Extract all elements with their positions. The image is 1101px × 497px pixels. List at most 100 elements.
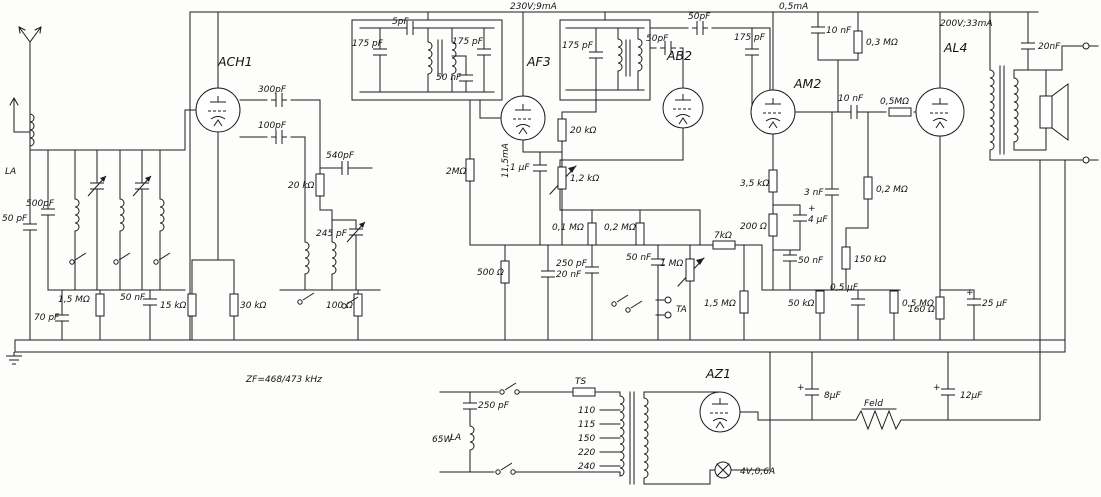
label-c5pf: 5pF: [392, 17, 409, 27]
label-r0m3: 0,3 MΩ: [866, 38, 898, 48]
label-c250pf-det: 250 pF: [556, 259, 588, 269]
if-transformer1-shield: [351, 19, 503, 101]
label-power: 65W: [432, 435, 453, 445]
resistor-0.1m: [587, 222, 597, 246]
label-tap-220: 220: [578, 448, 595, 458]
label-tube-ach1: ACH1: [217, 54, 253, 69]
label-r1m-vol: 1 MΩ: [660, 259, 683, 269]
resistor-150k: [841, 246, 851, 270]
label-plus-25uf: +: [966, 288, 974, 298]
label-c3nf: 3 nF: [804, 188, 824, 198]
label-c175pf-d: 175 pF: [734, 33, 766, 43]
capacitor-175pf-ab2: [744, 43, 760, 61]
label-c10nf-b: 10 nF: [838, 94, 864, 104]
tuning-capacitor-1[interactable]: [87, 175, 107, 197]
capacitor-0.5uf: [850, 293, 866, 311]
tube-ach1: [195, 87, 241, 133]
label-r1k2: 1,2 kΩ: [570, 174, 599, 184]
label-r150k: 150 kΩ: [854, 255, 886, 265]
output-transformer-primary-coil: [989, 69, 995, 151]
label-current-af3: 11,5mA: [501, 143, 511, 178]
label-r0m2-det: 0,2 MΩ: [604, 223, 636, 233]
label-r200: 200 Ω: [740, 222, 767, 232]
tube-al4: [915, 87, 965, 137]
resistor-1.5m-avc: [95, 293, 105, 317]
mains-switch-2[interactable]: [495, 462, 513, 475]
phono-switch-1[interactable]: [611, 294, 629, 307]
label-r1m5-avc: 1,5 MΩ: [58, 295, 90, 305]
capacitor-300pf: [270, 92, 288, 108]
wire-frame: [14, 11, 1066, 353]
capacitor-10nf-coupling: [845, 104, 863, 120]
tubes: [195, 87, 965, 433]
wire-al4-output: [939, 11, 1099, 341]
wire-power: [439, 159, 1041, 485]
label-mains-coil: LA: [450, 433, 461, 443]
label-if-frequency: ZF=468/473 kHz: [245, 375, 322, 385]
capacitor-3nf: [824, 183, 840, 201]
band-switch-1[interactable]: [69, 252, 87, 265]
tube-am2: [750, 89, 796, 135]
label-r30k: 30 kΩ: [240, 301, 267, 311]
arrowhead: [696, 258, 704, 265]
label-c250pf-mains: 250 pF: [478, 401, 510, 411]
mains-switch-1[interactable]: [499, 382, 517, 395]
label-r0m5-g: 0,5MΩ: [880, 97, 909, 107]
band-switch-2[interactable]: [113, 252, 131, 265]
label-r160: 160 Ω: [908, 305, 935, 315]
mains-transformer-secondary-coil: [643, 397, 649, 479]
capacitor-50pf-a: [691, 20, 709, 36]
resistor-0.2m-det: [635, 222, 645, 246]
oscillator-coil-2: [331, 241, 337, 275]
wire-if2: [565, 11, 645, 91]
label-r3k5: 3,5 kΩ: [740, 179, 769, 189]
resistor-1m-volume[interactable]: [685, 258, 695, 282]
arrowhead: [568, 166, 576, 173]
capacitor-4uf: [792, 209, 808, 227]
label-r0m5-a: 0,5 MΩ: [902, 299, 934, 309]
phono-switch-2[interactable]: [625, 300, 643, 313]
label-c50nf-det: 50 nF: [626, 253, 652, 263]
label-r0m2-b: 0,2 MΩ: [876, 185, 908, 195]
label-c20nf-det: 20 nF: [556, 270, 582, 280]
tube-ab2: [662, 87, 704, 129]
label-tube-ab2: AB2: [666, 48, 692, 63]
label-c50pf-a: 50pF: [688, 12, 711, 22]
label-c4uf: 4 μF: [808, 215, 828, 225]
wire-if1: [359, 11, 495, 93]
phono-jack-1[interactable]: [664, 296, 672, 304]
label-r2m: 2MΩ: [446, 167, 466, 177]
output-terminal-1[interactable]: [1082, 42, 1090, 50]
resistor-0.5m: [889, 290, 899, 314]
output-terminal-2[interactable]: [1082, 156, 1090, 164]
label-c175pf-a: 175 pF: [352, 39, 384, 49]
tuner-coil-1: [74, 198, 80, 232]
phono-jack-2[interactable]: [664, 311, 672, 319]
output-transformer-secondary-coil: [1013, 77, 1019, 143]
label-r1m5-g: 1,5 MΩ: [704, 299, 736, 309]
label-c245pf: 245 pF: [316, 229, 348, 239]
resistor-1.5m-grid: [739, 290, 749, 314]
ground-symbol: [5, 351, 23, 365]
wire-am2: [761, 11, 917, 341]
if2-coil-primary: [617, 38, 623, 72]
wiring: [9, 11, 1099, 485]
if1-coil-primary: [427, 41, 433, 75]
label-supply-if: 230V;9mA: [510, 2, 557, 12]
label-r20k-af3: 20 kΩ: [570, 126, 597, 136]
wire-af3: [469, 11, 701, 246]
tuning-capacitor-2[interactable]: [132, 175, 152, 197]
capacitor-245pf[interactable]: [346, 221, 366, 243]
label-c0uf5: 0,5 μF: [830, 283, 859, 293]
label-r0m1: 0,1 MΩ: [552, 223, 584, 233]
capacitor-250pf-mains: [462, 397, 478, 415]
band-switch-3[interactable]: [153, 252, 171, 265]
capacitor-8uf: [804, 383, 820, 401]
label-c100pf: 100pF: [258, 121, 287, 131]
tuner-coil-3: [159, 198, 165, 232]
fuse-ts: [572, 387, 596, 397]
band-switch-4[interactable]: [297, 292, 315, 305]
resistor-20k-osc: [315, 173, 325, 197]
label-c50nf-am2: 50 nF: [798, 256, 824, 266]
